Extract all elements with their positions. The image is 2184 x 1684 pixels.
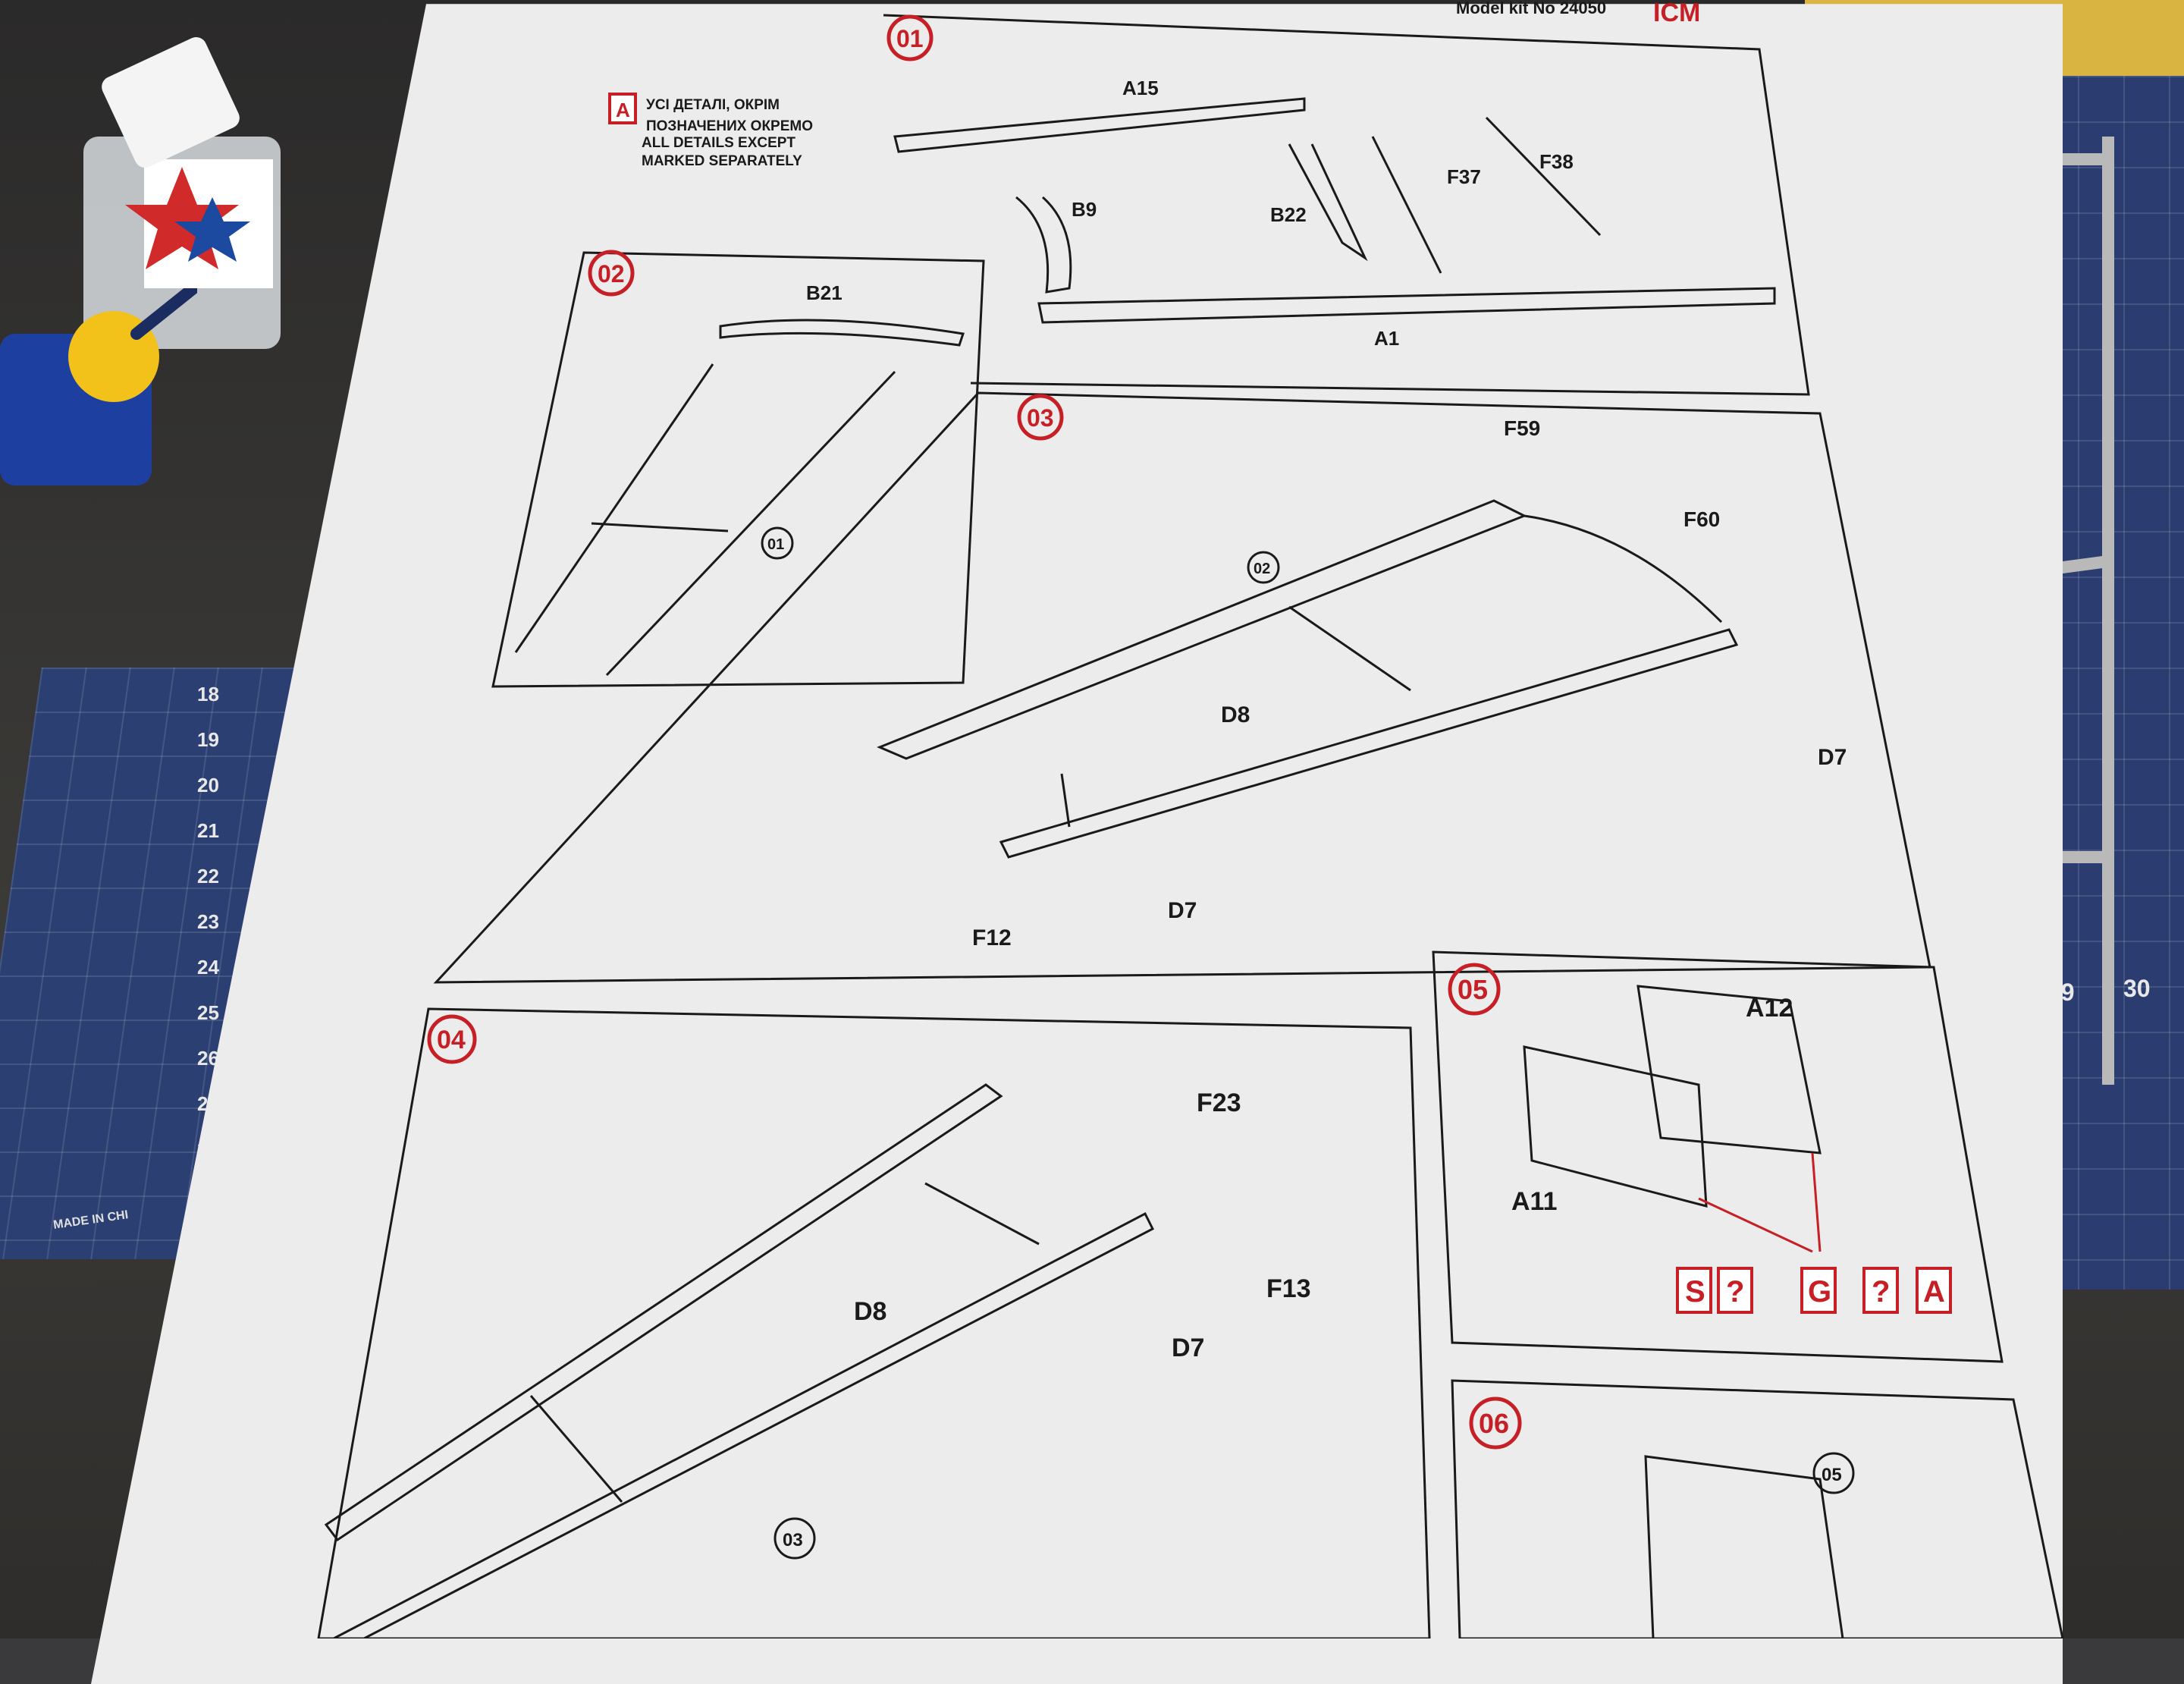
ruler-number: 30 (2123, 975, 2151, 1002)
step-circle (1469, 1397, 1522, 1450)
paint-code: ? (1726, 1275, 1744, 1309)
part-label: F59 (1504, 416, 1540, 440)
step-04-panel: 04 F23 F13 D8 D7 03 (317, 1007, 1431, 1638)
step-06-panel: 06 05 (1451, 1379, 2064, 1638)
ref-step: 03 (783, 1530, 803, 1550)
note-line: ALL DETAILS EXCEPT (642, 135, 795, 151)
part-label: D8 (1221, 702, 1250, 727)
step-number: 03 (1027, 404, 1054, 432)
ruler-number: 23 (197, 910, 219, 933)
note-badge-letter: A (616, 99, 630, 121)
part-label: D8 (854, 1297, 886, 1326)
part-label: D7 (1168, 898, 1197, 923)
ref-circle (1247, 551, 1280, 584)
step-circle (1017, 394, 1064, 441)
part-label: A11 (1511, 1187, 1558, 1216)
part-label: A15 (1122, 77, 1159, 99)
cement-bottle (83, 36, 281, 349)
part-label: B9 (1072, 198, 1097, 221)
instruction-sheet (91, 4, 2063, 1684)
step-02-panel: 02 B21 01 (491, 250, 985, 688)
note-line: ПОЗНАЧЕНИХ ОКРЕМО (646, 118, 813, 134)
part-label: F38 (1539, 150, 1574, 173)
ref-circle (774, 1517, 816, 1560)
part-label: F13 (1266, 1274, 1311, 1303)
step-number: 01 (896, 25, 924, 52)
note-line: УСІ ДЕТАЛІ, ОКРІМ (646, 97, 780, 113)
step-number: 05 (1458, 974, 1488, 1005)
instruction-drawings: Model kit No 24050 ICM A УСІ ДЕТАЛІ, ОКР… (317, 0, 2064, 1638)
ruler-number: 20 (197, 774, 219, 796)
paint-code: S (1685, 1275, 1705, 1309)
ruler-number: 22 (197, 865, 219, 888)
step-circle (588, 250, 635, 297)
ref-circle (761, 526, 794, 560)
ref-step: 05 (1822, 1465, 1842, 1485)
ref-step: 02 (1254, 561, 1270, 577)
step-number: 06 (1479, 1408, 1509, 1439)
paint-code-box (1800, 1267, 1837, 1314)
ruler-number: 21 (197, 819, 219, 842)
step-number: 02 (598, 260, 625, 287)
step-03-panel: 03 F59 F60 D8 D7 D7 F12 02 (433, 391, 1931, 984)
note-line: MARKED SEPARATELY (642, 153, 802, 169)
note-badge (608, 93, 637, 124)
paint-code-box (1916, 1267, 1952, 1314)
ruler-number: 19 (197, 728, 219, 751)
part-label: F60 (1684, 507, 1720, 531)
part-label: F23 (1197, 1089, 1241, 1117)
part-label: A12 (1746, 994, 1793, 1023)
part-label: A1 (1374, 327, 1399, 350)
paint-code: ? (1872, 1275, 1890, 1309)
paint-tube (0, 288, 197, 485)
brand-logo: ICM (1653, 0, 1700, 27)
model-kit-number: Model kit No 24050 (1456, 0, 1606, 17)
part-label: D7 (1818, 745, 1847, 770)
paint-code-box (1676, 1267, 1712, 1314)
paint-code-box (1862, 1267, 1899, 1314)
ruler-number: 18 (197, 683, 219, 705)
ruler-number: 24 (197, 956, 219, 979)
step-05-panel: 05 A12 A11 S ? G ? A (1432, 950, 2004, 1363)
step-number: 04 (437, 1026, 466, 1054)
paint-code: G (1808, 1275, 1831, 1309)
paint-code: A (1923, 1275, 1945, 1309)
step-circle (886, 14, 934, 61)
step-circle (427, 1014, 477, 1064)
ref-step: 01 (767, 536, 784, 553)
part-label: D7 (1172, 1334, 1204, 1362)
part-label: B22 (1270, 203, 1307, 226)
part-label: B21 (806, 281, 843, 304)
part-label: F37 (1447, 165, 1481, 188)
part-label: F12 (972, 925, 1012, 950)
paint-code-box (1717, 1267, 1753, 1314)
step-circle (1448, 963, 1501, 1016)
ref-circle (1812, 1452, 1855, 1494)
step-01-panel: 01 A15 B9 B22 F37 F38 A1 (883, 14, 1810, 396)
ruler-number: 25 (197, 1001, 219, 1024)
